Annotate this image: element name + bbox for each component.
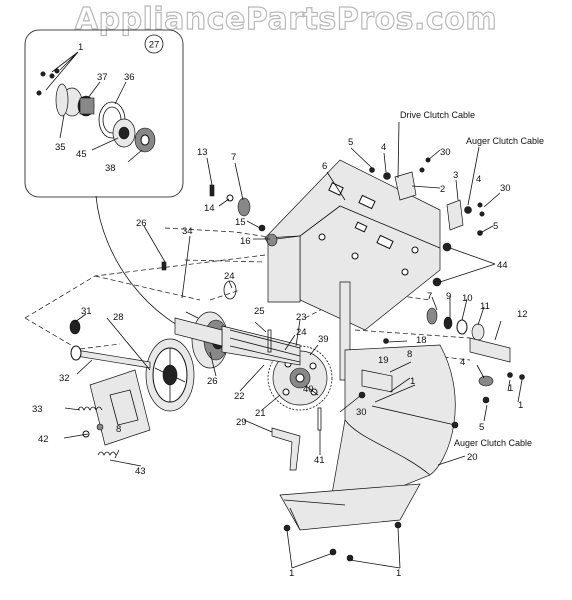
callout-11: 11	[480, 301, 490, 312]
callout-5b: 5	[493, 221, 498, 232]
callout-16: 16	[240, 236, 251, 247]
callout-20: 24	[224, 271, 235, 282]
callout-8b: 8	[407, 349, 412, 360]
callout-30: 30	[440, 147, 451, 158]
callout-42: 40	[303, 384, 314, 395]
callout-1c: 1	[518, 400, 523, 411]
callout-15: 15	[235, 217, 246, 228]
inset-detail-box: 27	[24, 29, 184, 198]
callout-19: 20	[467, 452, 478, 463]
callout-31: 31	[81, 306, 92, 317]
callout-7b: 7	[427, 291, 432, 302]
callout-1b: 1	[508, 383, 513, 394]
callout-28: 28	[113, 312, 124, 323]
frame-housing	[264, 159, 441, 381]
callout-22: 22	[234, 391, 245, 402]
caption-auger-clutch-cable-top: Auger Clutch Cable	[466, 136, 544, 146]
inset-callout-circle	[144, 34, 164, 54]
callout-23: 23	[296, 312, 307, 323]
callout-45: 45	[76, 149, 87, 160]
callout-12: 12	[517, 309, 528, 320]
callout-10: 10	[462, 293, 473, 304]
callout-38: 36	[124, 72, 135, 83]
callout-18: 19	[378, 355, 389, 366]
callout-25: 25	[254, 306, 265, 317]
inset-callout-label: 27	[149, 40, 160, 51]
callout-43: 41	[314, 455, 325, 466]
callout-3: 3	[453, 170, 458, 181]
callout-40: 38	[105, 163, 116, 174]
bracket-plate-35	[69, 319, 151, 456]
small-hardware	[161, 157, 525, 562]
callout-2: 2	[440, 184, 445, 195]
callout-41: 39	[318, 334, 329, 345]
callout-37: 35	[55, 142, 66, 153]
callout-4b: 4	[476, 174, 481, 185]
callout-8: 8	[116, 424, 121, 435]
callout-35: 43	[135, 466, 146, 477]
callout-1f: 1	[396, 568, 401, 579]
callout-1: 1	[78, 42, 83, 53]
callout-30b: 30	[500, 183, 511, 194]
callout-9: 9	[446, 291, 451, 302]
callout-36: 34	[182, 226, 193, 237]
callout-39: 37	[97, 72, 108, 83]
callout-7: 7	[231, 152, 236, 163]
callout-1e: 1	[289, 568, 294, 579]
callout-44: 44	[497, 260, 508, 271]
callout-numbers: 1 37 36 35 45 38 13 7 14 15 16 6 5 4 30 …	[32, 42, 528, 579]
auger-housing	[279, 344, 456, 531]
callout-29: 29	[236, 417, 247, 428]
callout-33: 33	[32, 404, 43, 415]
callout-21: 21	[255, 408, 266, 419]
caption-drive-clutch-cable: Drive Clutch Cable	[400, 110, 475, 120]
callout-5: 5	[348, 137, 353, 148]
callout-30c: 30	[356, 407, 367, 418]
callout-24b: 24	[296, 327, 307, 338]
callout-32: 32	[59, 373, 70, 384]
callout-6: 6	[322, 161, 327, 172]
watermark-text: AppliancePartsPros.com	[74, 1, 498, 37]
callout-34: 42	[38, 434, 49, 445]
caption-auger-clutch-cable-bottom: Auger Clutch Cable	[454, 438, 532, 448]
callout-leader-lines	[63, 121, 523, 569]
callout-1d: 1	[410, 376, 415, 387]
callout-4: 4	[381, 142, 386, 153]
pulley-wheel-28	[145, 338, 195, 412]
callout-17: 18	[416, 335, 427, 346]
callout-14: 14	[204, 203, 215, 214]
callout-4c: 4	[460, 357, 465, 368]
callout-24: 26	[207, 376, 218, 387]
callout-13: 13	[197, 147, 208, 158]
auger-drum-24	[174, 311, 301, 369]
callout-26: 26	[136, 218, 147, 229]
callout-5c: 5	[479, 422, 484, 433]
